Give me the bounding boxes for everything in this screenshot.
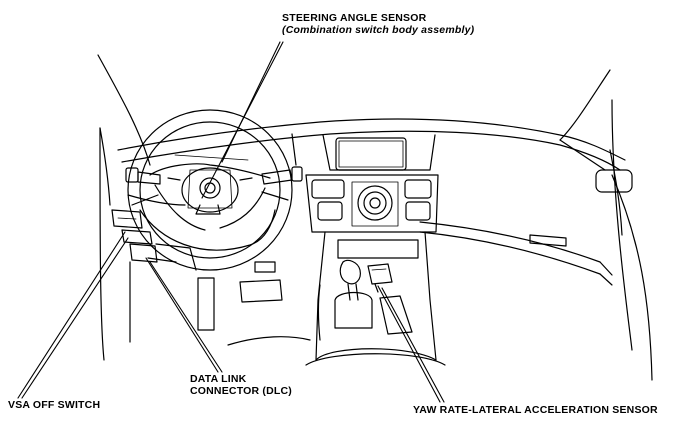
leader-yaw-rate [377,285,441,403]
leader-yaw-rate-2 [381,287,445,403]
leader-vsa-off-switch-2 [21,237,129,399]
steering-angle-sensor-subtitle: (Combination switch body assembly) [282,24,475,36]
leader-dlc-2 [149,261,223,373]
leader-steering-angle-sensor [221,41,281,163]
center-console [305,231,446,366]
dlc-label: DATA LINK CONNECTOR (DLC) [190,373,292,397]
dlc-line-1: DATA LINK [190,373,247,385]
leader-lines [17,41,445,403]
leader-dlc [145,257,219,373]
leader-steering-angle-sensor-2 [201,41,284,199]
glovebox [419,169,653,381]
dlc-line-2: CONNECTOR (DLC) [190,385,292,397]
steering-angle-sensor-label: STEERING ANGLE SENSOR (Combination switc… [282,12,474,36]
center-stack [305,134,439,233]
steering-wheel [125,109,303,271]
dashboard-top [117,118,626,236]
yaw-rate-sensor-label: YAW RATE-LATERAL ACCELERATION SENSOR [413,404,658,416]
floor-pedals [129,261,311,346]
vsa-off-switch-label: VSA OFF SWITCH [8,399,101,411]
steering-angle-sensor-title: STEERING ANGLE SENSOR [282,12,427,24]
leader-vsa-off-switch [17,231,126,399]
lower-left-dash [111,209,197,271]
